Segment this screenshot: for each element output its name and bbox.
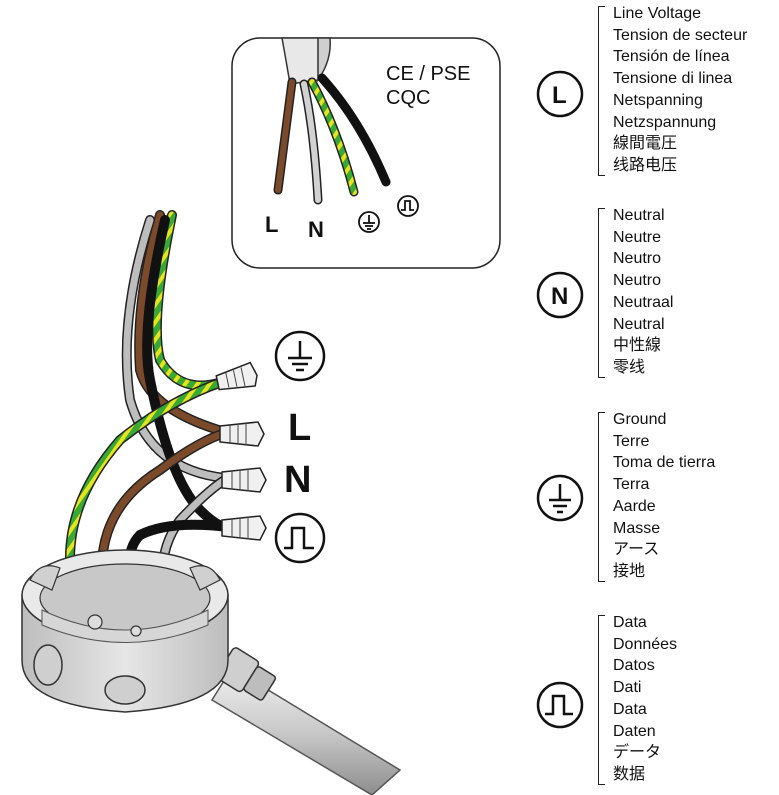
ground-icon (536, 474, 584, 522)
inset-data-icon (397, 195, 419, 217)
inset-ground-icon (358, 211, 380, 233)
terminal-neutral-letter: N (284, 459, 311, 501)
legend-label: Neutral (613, 315, 665, 333)
legend-label: アース (613, 541, 660, 559)
legend-label: Terre (613, 432, 650, 450)
inset-standard-line2: CQC (386, 87, 430, 109)
inset-standard-line1: CE / PSE (386, 63, 470, 85)
legend-label: Masse (613, 519, 661, 537)
neutral-icon: N (536, 271, 584, 319)
wire-nut-line (219, 421, 265, 447)
line-voltage-icon-letter: L (552, 82, 567, 109)
legend-label: 接地 (613, 562, 646, 580)
wire-nut-data (221, 515, 267, 541)
legend-data: Data Données Datos Dati Data Daten データ 数… (613, 612, 677, 786)
legend-label: Ground (613, 411, 667, 428)
legend-label: Tension de secteur (613, 26, 748, 44)
legend-label: Dati (613, 679, 642, 697)
legend-label: Neutro (613, 250, 662, 268)
junction-box-illustration (21, 210, 402, 795)
wire-inset-panel: CE / PSE CQC L N (231, 37, 501, 269)
legend-label: Neutral (613, 207, 665, 224)
legend-label: 零线 (613, 358, 646, 376)
legend-label: Données (613, 635, 678, 653)
legend-label: Terra (613, 476, 650, 494)
wire-nut-ground (215, 361, 258, 391)
inset-letter-neutral: N (308, 217, 324, 242)
legend-label: Data (613, 614, 647, 631)
legend-label: 中性線 (613, 337, 662, 355)
legend-bracket-neutral (598, 208, 605, 378)
inset-wire-data (317, 73, 391, 187)
legend-label: 線間電圧 (613, 135, 678, 153)
data-signal-icon (536, 681, 584, 729)
legend-label: Tensión de línea (613, 48, 730, 66)
legend-bracket-data (598, 615, 605, 785)
terminal-line-letter: L (288, 407, 311, 449)
legend-label: Neutro (613, 272, 662, 290)
legend-bracket-ground (598, 412, 605, 582)
legend-label: Daten (613, 722, 656, 740)
conduit-cable (210, 647, 402, 795)
legend-label: Toma de tierra (613, 454, 716, 472)
legend-ground: Ground Terre Toma de tierra Terra Aarde … (613, 409, 715, 583)
legend-label: Netzspannung (613, 113, 717, 131)
legend-bracket-line (598, 6, 605, 176)
terminal-ground-icon (274, 330, 326, 382)
legend-label: Datos (613, 657, 655, 675)
line-voltage-icon: L (536, 70, 584, 118)
legend-label: Line Voltage (613, 5, 702, 22)
wire-nut-neutral (221, 467, 267, 493)
legend-label: 数据 (613, 765, 646, 783)
neutral-icon-letter: N (551, 283, 568, 310)
legend-label: Aarde (613, 497, 656, 515)
legend-label: 线路电压 (613, 156, 678, 174)
legend-label: Tensione di linea (613, 70, 733, 88)
legend-label: Neutre (613, 228, 662, 246)
legend-label: Netspanning (613, 91, 703, 109)
junction-box (21, 549, 229, 713)
legend-label: Neutraal (613, 293, 674, 311)
legend-label: Data (613, 700, 647, 718)
terminal-data-icon (274, 512, 326, 564)
legend-neutral: Neutral Neutre Neutro Neutro Neutraal Ne… (613, 205, 673, 379)
incoming-wires (121, 210, 230, 532)
inset-letter-line: L (265, 212, 278, 237)
legend-label: データ (613, 744, 662, 762)
legend-line-voltage: Line Voltage Tension de secteur Tensión … (613, 3, 747, 177)
